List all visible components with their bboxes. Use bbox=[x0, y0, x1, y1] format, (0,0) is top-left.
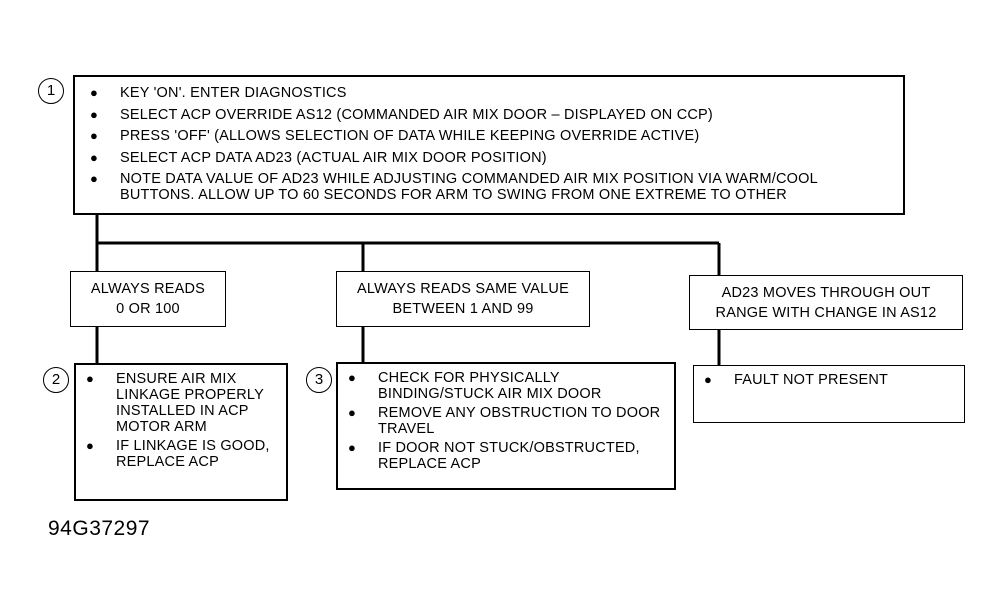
bullet-icon: ● bbox=[348, 370, 357, 385]
step-1-marker: 1 bbox=[38, 78, 64, 104]
bullet-icon: ● bbox=[704, 372, 713, 387]
action-item: ●ENSURE AIR MIX LINKAGE PROPERLY INSTALL… bbox=[86, 371, 264, 435]
outcome-moves-through-range: AD23 MOVES THROUGH OUT RANGE WITH CHANGE… bbox=[689, 275, 963, 330]
action-box-fault-not-present: ●FAULT NOT PRESENT bbox=[693, 365, 965, 423]
bullet-icon: ● bbox=[90, 149, 99, 165]
bullet-icon: ● bbox=[90, 171, 99, 186]
action-box-linkage: ●ENSURE AIR MIX LINKAGE PROPERLY INSTALL… bbox=[74, 363, 288, 501]
bullet-icon: ● bbox=[90, 128, 99, 143]
step-item: ●NOTE DATA VALUE OF AD23 WHILE ADJUSTING… bbox=[90, 171, 818, 203]
bullet-icon: ● bbox=[86, 438, 95, 453]
outcome-always-0-or-100: ALWAYS READS 0 OR 100 bbox=[70, 271, 226, 327]
step-item: ●PRESS 'OFF' (ALLOWS SELECTION OF DATA W… bbox=[90, 128, 700, 144]
bullet-icon: ● bbox=[90, 106, 99, 122]
bullet-icon: ● bbox=[86, 371, 95, 386]
action-item: ●CHECK FOR PHYSICALLY BINDING/STUCK AIR … bbox=[348, 370, 602, 402]
step-item: ●KEY 'ON'. ENTER DIAGNOSTICS bbox=[90, 85, 347, 101]
step-item: ●SELECT ACP OVERRIDE AS12 (COMMANDED AIR… bbox=[90, 106, 713, 123]
outcome-same-value: ALWAYS READS SAME VALUE BETWEEN 1 AND 99 bbox=[336, 271, 590, 327]
action-box-air-mix-door: ●CHECK FOR PHYSICALLY BINDING/STUCK AIR … bbox=[336, 362, 676, 490]
diagnostic-steps-box: ●KEY 'ON'. ENTER DIAGNOSTICS ●SELECT ACP… bbox=[73, 75, 905, 215]
bullet-icon: ● bbox=[90, 85, 99, 100]
step-2-marker: 2 bbox=[43, 367, 69, 393]
step-item: ●SELECT ACP DATA AD23 (ACTUAL AIR MIX DO… bbox=[90, 149, 547, 166]
bullet-icon: ● bbox=[348, 405, 357, 420]
action-item: ●IF LINKAGE IS GOOD, REPLACE ACP bbox=[86, 438, 270, 470]
action-item: ●FAULT NOT PRESENT bbox=[704, 372, 889, 388]
figure-id: 94G37297 bbox=[48, 517, 151, 540]
bullet-icon: ● bbox=[348, 440, 357, 455]
action-item: ●IF DOOR NOT STUCK/OBSTRUCTED, REPLACE A… bbox=[348, 440, 640, 472]
step-3-marker: 3 bbox=[306, 367, 332, 393]
action-item: ●REMOVE ANY OBSTRUCTION TO DOOR TRAVEL bbox=[348, 405, 661, 437]
